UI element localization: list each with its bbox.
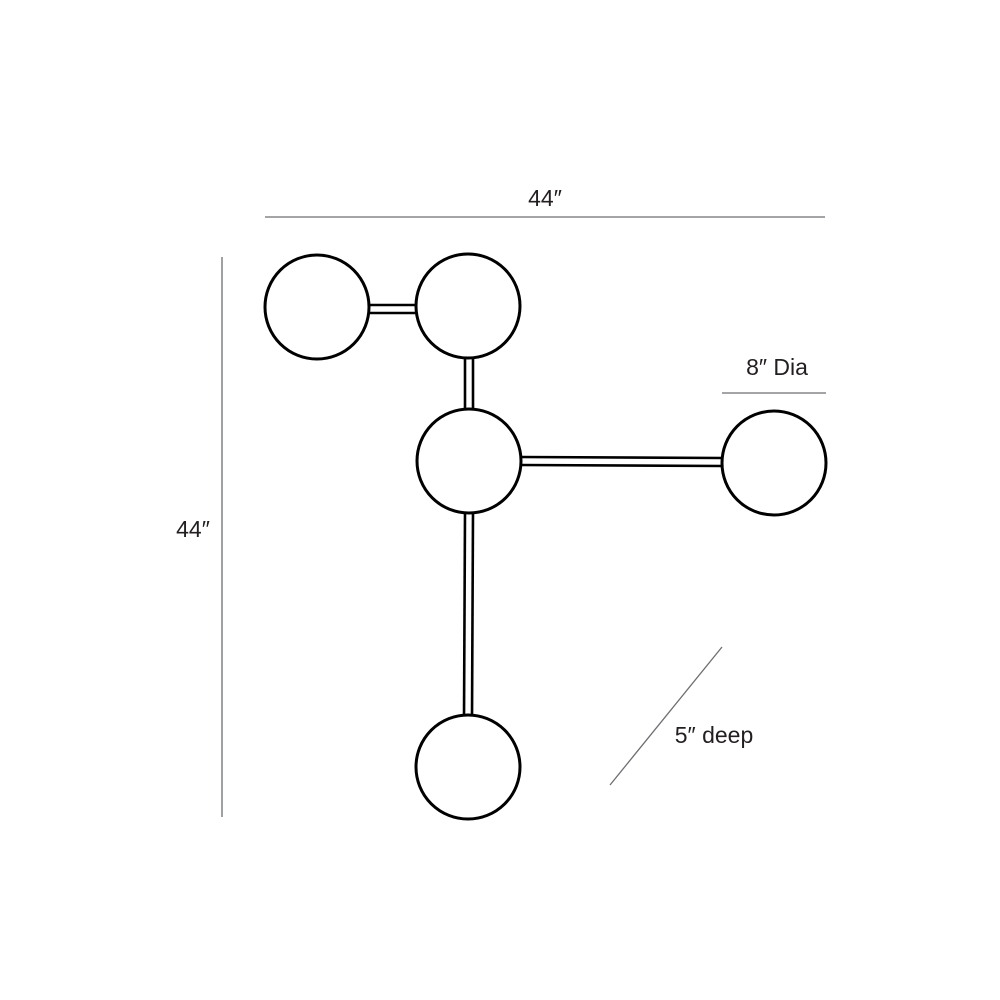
globe-right [720,409,828,517]
globe-top-center [414,252,522,360]
globe-top-left [263,253,371,361]
height-dimension-label: 44″ [176,516,210,542]
depth-dimension-label: 5″ deep [675,722,754,748]
globe-bottom [414,713,522,821]
rod-top-horizontal [368,303,417,315]
rod-right-horizontal [519,455,724,468]
width-dimension-label: 44″ [528,185,562,211]
depth-dimension-line [609,646,723,786]
globe-center [415,407,523,515]
rod-bottom-vertical [462,511,475,719]
rod-top-vertical [463,355,475,410]
globe-diameter-label: 8″ Dia [746,354,808,380]
